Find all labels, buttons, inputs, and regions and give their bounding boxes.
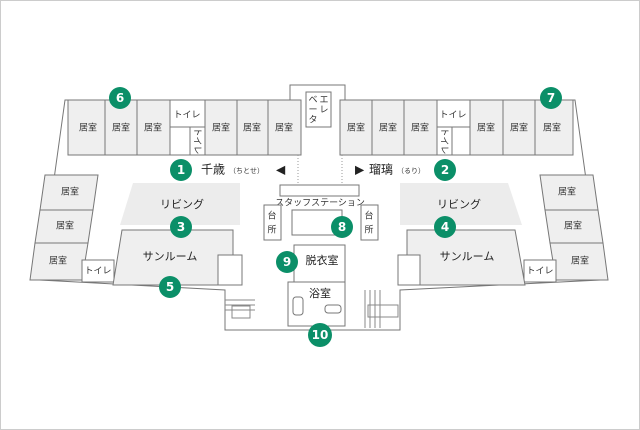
room-label: 居室 <box>571 255 589 267</box>
svg-text:1: 1 <box>177 163 185 177</box>
room <box>371 99 405 156</box>
room <box>339 99 373 156</box>
room <box>534 99 574 156</box>
room <box>403 99 438 156</box>
toilet-label: トイレ <box>439 111 466 121</box>
room <box>267 99 302 156</box>
svg-text:2: 2 <box>441 163 449 177</box>
living-label: リビング <box>160 197 204 211</box>
badge-6: 6 <box>109 87 131 109</box>
badge-7: 7 <box>540 87 562 109</box>
living-left <box>120 183 240 225</box>
room-label: 居室 <box>275 122 293 134</box>
stairs-right <box>364 290 399 328</box>
svg-text:7: 7 <box>547 91 555 105</box>
right-side-rooms: 居室 居室 居室 トイレ <box>523 174 609 283</box>
badge-3: 3 <box>170 216 192 238</box>
room-label: 居室 <box>543 122 561 134</box>
bathtub-icon <box>324 304 342 314</box>
left-wing-rooms: 居室 居室 居室 トイレ トイレ 居室 居室 居室 <box>67 99 302 156</box>
svg-text:8: 8 <box>338 220 346 234</box>
arrow-right-icon: ▶ <box>355 163 365 177</box>
room <box>136 99 171 156</box>
room <box>469 99 504 156</box>
unit-name-chitose: 千歳 <box>201 163 225 177</box>
room-label: 居室 <box>79 122 97 134</box>
room-label: 居室 <box>112 122 130 134</box>
room-label: 居室 <box>564 220 582 232</box>
badge-5: 5 <box>159 276 181 298</box>
bathtub-icon <box>292 296 304 316</box>
living-label: リビング <box>437 197 481 211</box>
room-label: 居室 <box>411 122 429 134</box>
room-label: 居室 <box>510 122 528 134</box>
room <box>502 99 536 156</box>
bathroom <box>287 281 346 327</box>
room-label: 居室 <box>56 220 74 232</box>
kitchen-left <box>263 204 282 241</box>
badge-4: 4 <box>434 216 456 238</box>
living-right <box>400 183 522 225</box>
elevator-char: ー <box>308 106 317 116</box>
toilet-label: トイレ <box>526 267 553 277</box>
room-label: 居室 <box>379 122 397 134</box>
sunroom-label: サンルーム <box>143 250 198 263</box>
badge-9: 9 <box>276 251 298 273</box>
room-label: 居室 <box>61 186 79 198</box>
elevator-char: ベ <box>308 96 317 106</box>
kitchen-label: 台 <box>267 210 276 222</box>
toilet-label: トイレ <box>173 111 200 121</box>
right-wing-rooms: 居室 居室 居室 トイレ トイレ 居室 居室 居室 <box>339 99 574 156</box>
changing-room-label: 脱衣室 <box>306 253 339 267</box>
room-label: 居室 <box>144 122 162 134</box>
staff-station-label: スタッフステーション <box>275 198 365 209</box>
room-label: 居室 <box>477 122 495 134</box>
room-label: 居室 <box>243 122 261 134</box>
changing-room <box>293 244 346 283</box>
badge-1: 1 <box>170 159 192 181</box>
left-side-rooms: 居室 居室 居室 トイレ <box>29 174 115 283</box>
toilet-label: トイレ <box>84 267 111 277</box>
unit-name-ruri: 瑠璃 <box>369 163 393 177</box>
kitchen-label: 所 <box>267 225 276 236</box>
elevator: エ レ ベ ー タ <box>305 91 332 128</box>
room <box>104 99 138 156</box>
staff-station-counter <box>279 184 360 197</box>
unit-reading: （るり） <box>397 167 425 175</box>
svg-text:9: 9 <box>283 255 291 269</box>
svg-text:4: 4 <box>441 220 449 234</box>
kitchen-right <box>360 204 379 241</box>
bathroom-label: 浴室 <box>309 286 331 300</box>
svg-text:10: 10 <box>312 328 329 342</box>
badge-8: 8 <box>331 216 353 238</box>
room <box>236 99 269 156</box>
room-label: 居室 <box>558 186 576 198</box>
kitchen-label: 台 <box>364 210 373 222</box>
room <box>67 99 106 156</box>
storage <box>451 126 471 156</box>
storage <box>169 126 191 156</box>
kitchen-label: 所 <box>364 225 373 236</box>
room-label: 居室 <box>212 122 230 134</box>
svg-text:6: 6 <box>116 91 124 105</box>
badge-10: 10 <box>308 323 332 347</box>
sunroom-label: サンルーム <box>440 250 495 263</box>
badge-2: 2 <box>434 159 456 181</box>
toilet-label: トイレ <box>439 127 449 154</box>
stairs-left <box>225 299 255 319</box>
svg-text:5: 5 <box>166 280 174 294</box>
elevator-char: レ <box>319 106 328 116</box>
room-label: 居室 <box>49 255 67 267</box>
room-label: 居室 <box>347 122 365 134</box>
elevator-char: エ <box>319 96 328 106</box>
unit-reading: （ちとせ） <box>229 167 264 175</box>
room <box>204 99 238 156</box>
elevator-char: タ <box>308 115 317 126</box>
svg-text:3: 3 <box>177 220 185 234</box>
arrow-left-icon: ◀ <box>276 163 286 177</box>
toilet-label: トイレ <box>192 127 202 154</box>
